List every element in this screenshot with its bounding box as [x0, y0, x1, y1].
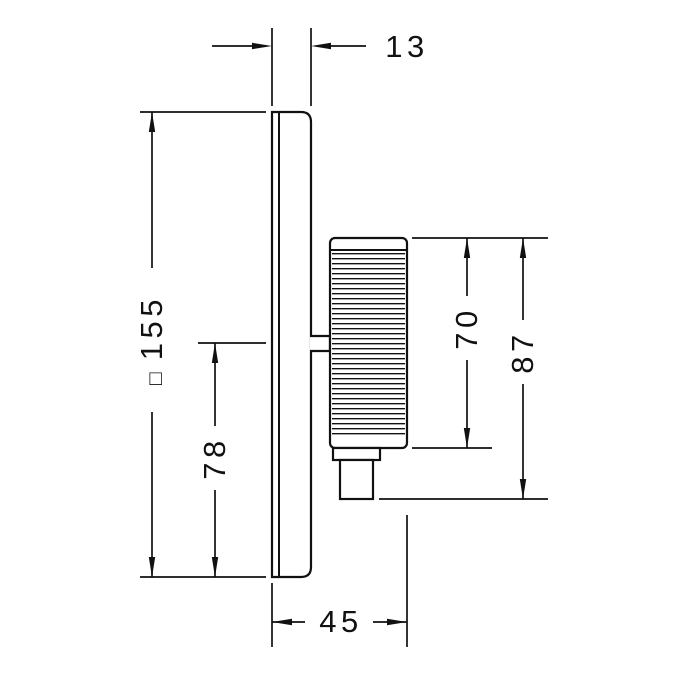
dimension-78-label: 78	[197, 436, 232, 479]
dimension-45-label: 45	[319, 604, 362, 639]
dimension-handle-height: 70	[412, 237, 548, 449]
dimension-87-label: 87	[505, 330, 540, 373]
mounting-tab	[310, 334, 332, 353]
square-symbol: □	[144, 372, 167, 385]
dimension-plate-size: □155	[134, 111, 266, 578]
dimension-center-to-bottom: 78	[197, 342, 266, 577]
dim-70-arrow-up-icon	[463, 238, 471, 258]
dimension-155-label: □155	[134, 295, 169, 385]
dim-78-arrow-down-icon	[211, 557, 219, 577]
dim-155-label-bg	[136, 268, 168, 412]
dim-70-arrow-down-icon	[463, 428, 471, 448]
dim-13-arrow-left-icon	[311, 42, 331, 50]
dimension-handle-total: 87	[379, 238, 548, 500]
dim-70-label-bg	[451, 296, 483, 360]
dimension-13-label: 13	[385, 29, 428, 64]
dim-45-label-bg	[305, 605, 373, 637]
wall-plate-profile	[270, 110, 332, 579]
handle-profile	[328, 236, 409, 501]
dim-87-arrow-up-icon	[519, 238, 527, 258]
dim-155-arrow-down-icon	[148, 557, 156, 577]
dim-155-arrow-up-icon	[148, 112, 156, 132]
dimension-projection: 45	[271, 515, 408, 647]
dim-13-arrow-right-icon	[252, 42, 272, 50]
valve-collar	[331, 446, 382, 462]
wall-plate-outline	[270, 110, 313, 579]
dim-87-label-bg	[507, 320, 539, 384]
dim-78-arrow-up-icon	[211, 343, 219, 363]
dim-78-label-bg	[199, 426, 231, 490]
valve-stem	[338, 458, 375, 501]
dim-45-arrow-right-icon	[387, 618, 407, 626]
dim-87-arrow-down-icon	[519, 479, 527, 499]
dimension-70-label: 70	[449, 306, 484, 349]
dimension-plate-thickness: 13	[212, 28, 428, 106]
dim-45-arrow-left-icon	[272, 618, 292, 626]
